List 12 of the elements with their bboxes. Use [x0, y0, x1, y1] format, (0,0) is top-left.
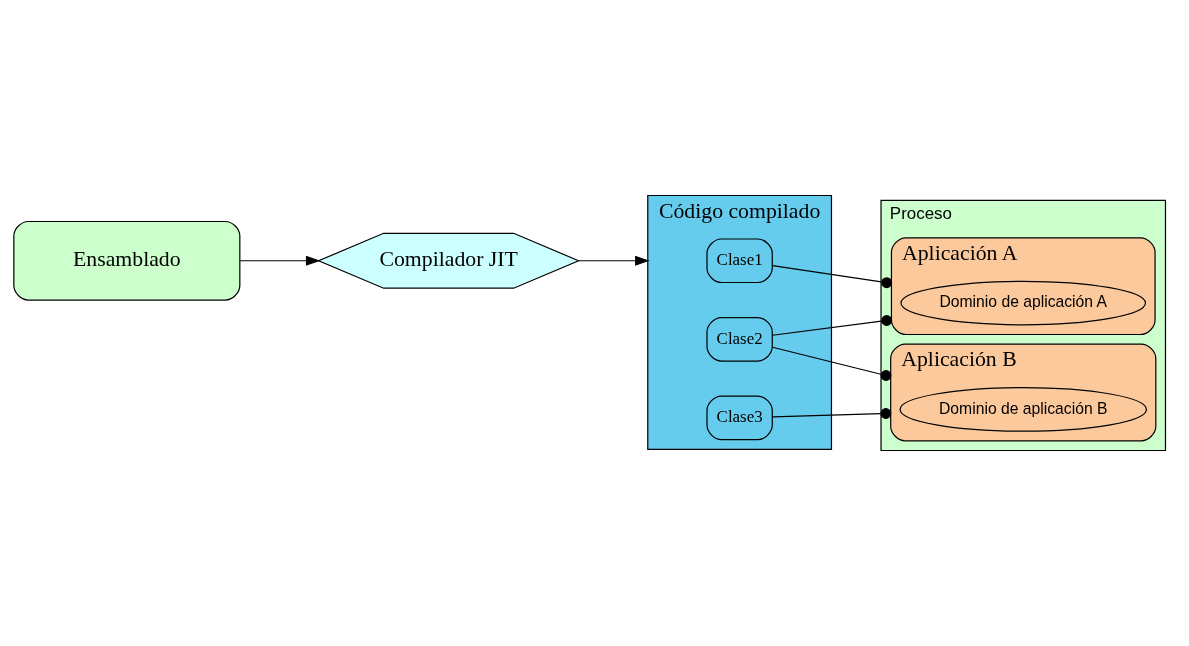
node-box: Clase2: [706, 316, 773, 362]
arrow: [578, 255, 650, 266]
node-ellipse: Dominio de aplicación A: [900, 280, 1147, 326]
connector: [771, 346, 892, 381]
node-box: Ensamblado: [13, 220, 241, 301]
connector: [771, 264, 893, 289]
connector: [771, 408, 892, 419]
node-box: Clase1: [706, 238, 773, 284]
node-box: Clase3: [706, 395, 773, 441]
node-ellipse: Dominio de aplicación B: [899, 387, 1147, 432]
connector: [771, 315, 893, 336]
arrow: [239, 255, 321, 266]
